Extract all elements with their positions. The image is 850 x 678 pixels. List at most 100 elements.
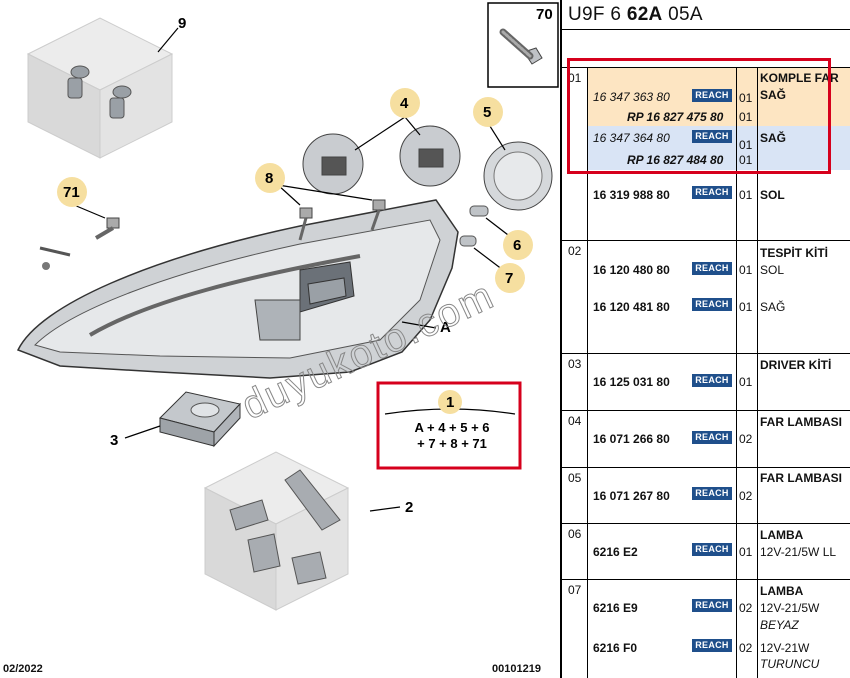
part-number[interactable]: 16 120 480 80 bbox=[593, 263, 670, 277]
part-number[interactable]: 16 347 363 80 bbox=[593, 90, 670, 104]
part-desc: LAMBA bbox=[760, 528, 804, 542]
part-number[interactable]: 16 120 481 80 bbox=[593, 300, 670, 314]
reach-badge: REACH bbox=[692, 599, 732, 612]
group-number: 01 bbox=[568, 71, 582, 85]
bracket-icon bbox=[229, 469, 341, 585]
group-number: 04 bbox=[568, 414, 582, 428]
kit-number: 1 bbox=[446, 394, 454, 411]
part-desc: SOL bbox=[760, 263, 785, 277]
cover-4-icon bbox=[302, 125, 461, 195]
footer-code: 00101219 bbox=[492, 663, 541, 675]
headlamp-assembly bbox=[16, 199, 459, 379]
part-qty: 01 bbox=[739, 545, 753, 559]
header-bold: 62A bbox=[626, 4, 663, 25]
part-number[interactable]: 6216 E2 bbox=[593, 545, 638, 559]
part-desc: SOL bbox=[760, 188, 785, 202]
reach-badge: REACH bbox=[692, 186, 732, 199]
callout-4: 4 bbox=[400, 95, 409, 112]
part-qty: 02 bbox=[739, 432, 753, 446]
part-desc: TURUNCU bbox=[760, 657, 820, 671]
group-sep bbox=[562, 67, 850, 68]
group-number: 06 bbox=[568, 527, 582, 541]
reach-badge: REACH bbox=[692, 298, 732, 311]
col-line-3 bbox=[757, 67, 758, 678]
part-qty: 01 bbox=[739, 263, 753, 277]
group-number: 07 bbox=[568, 583, 582, 597]
part-qty: 01 bbox=[739, 153, 753, 167]
group-number: 05 bbox=[568, 471, 582, 485]
reach-badge: REACH bbox=[692, 543, 732, 556]
bulb-6-icon bbox=[459, 205, 489, 247]
group-sep bbox=[562, 579, 850, 580]
kit-line-1: A + 4 + 5 + 6 bbox=[414, 420, 489, 435]
group-sep bbox=[562, 410, 850, 411]
part-number[interactable]: RP 16 827 484 80 bbox=[627, 153, 724, 167]
footer-date: 02/2022 bbox=[3, 663, 43, 675]
callout-bubbles bbox=[57, 88, 533, 293]
part-qty: 02 bbox=[739, 601, 753, 615]
callout-5: 5 bbox=[483, 104, 491, 121]
part-desc: 12V-21/5W bbox=[760, 601, 820, 615]
part-number[interactable]: 16 319 988 80 bbox=[593, 188, 670, 202]
part-desc: 12V-21W bbox=[760, 641, 810, 655]
part-70-label: 70 bbox=[536, 6, 553, 23]
kit-line-2: + 7 + 8 + 71 bbox=[417, 436, 487, 451]
part-70-box bbox=[487, 2, 559, 88]
callout-8: 8 bbox=[265, 170, 273, 187]
part-number[interactable]: 16 071 267 80 bbox=[593, 489, 670, 503]
col-line-1 bbox=[587, 67, 588, 678]
part-qty: 01 bbox=[739, 138, 753, 152]
part-desc: KOMPLE FAR bbox=[760, 71, 839, 85]
part-qty: 01 bbox=[739, 375, 753, 389]
callout-A: A bbox=[440, 319, 451, 336]
part-desc: FAR LAMBASI bbox=[760, 471, 842, 485]
reach-badge: REACH bbox=[692, 130, 732, 143]
screw-8-icon bbox=[298, 199, 386, 241]
part-qty: 01 bbox=[739, 110, 753, 124]
part-number[interactable]: 16 071 266 80 bbox=[593, 432, 670, 446]
col-line-2 bbox=[736, 67, 737, 678]
catalog-header: U9F 6 62A 05A bbox=[568, 4, 703, 26]
part-number[interactable]: 16 347 364 80 bbox=[593, 131, 670, 145]
callout-3: 3 bbox=[110, 432, 118, 449]
part-qty: 01 bbox=[739, 300, 753, 314]
group-sep bbox=[562, 467, 850, 468]
reach-badge: REACH bbox=[692, 89, 732, 102]
callout-71: 71 bbox=[63, 184, 80, 201]
part-number[interactable]: 16 125 031 80 bbox=[593, 375, 670, 389]
exploded-parts-diagram: 70 bbox=[16, 2, 559, 611]
part-number[interactable]: RP 16 827 475 80 bbox=[627, 110, 724, 124]
part-desc: FAR LAMBASI bbox=[760, 415, 842, 429]
screw-icon bbox=[499, 28, 543, 65]
driver-module-icon bbox=[159, 391, 241, 448]
part-desc: TESPİT KİTİ bbox=[760, 246, 829, 260]
callout-6: 6 bbox=[513, 237, 521, 254]
part-2-cube bbox=[203, 451, 350, 611]
part-desc: 12V-21/5W LL bbox=[760, 545, 837, 559]
reach-badge: REACH bbox=[692, 374, 732, 387]
part-qty: 02 bbox=[739, 489, 753, 503]
parts-catalog: U9F 6 62A 05A 01 02 03 04 05 06 07 16 34… bbox=[560, 0, 850, 678]
part-desc: SAĞ bbox=[760, 300, 786, 314]
part-qty: 02 bbox=[739, 641, 753, 655]
part-desc: DRIVER KİTİ bbox=[760, 358, 832, 372]
group-number: 02 bbox=[568, 244, 582, 258]
group-number: 03 bbox=[568, 357, 582, 371]
reach-badge: REACH bbox=[692, 431, 732, 444]
part-desc: SAĞ bbox=[760, 88, 787, 102]
header-prefix: U9F 6 bbox=[568, 4, 627, 25]
part-number[interactable]: 6216 F0 bbox=[593, 641, 638, 655]
reach-badge: REACH bbox=[692, 487, 732, 500]
cover-5-icon bbox=[483, 141, 553, 211]
group-sep bbox=[562, 523, 850, 524]
part-desc: LAMBA bbox=[760, 584, 804, 598]
callout-7: 7 bbox=[505, 270, 513, 287]
part-9-cube bbox=[26, 17, 174, 159]
bulb-icon bbox=[67, 65, 132, 119]
callout-9: 9 bbox=[178, 15, 186, 32]
group-sep bbox=[562, 240, 850, 241]
reach-badge: REACH bbox=[692, 262, 732, 275]
callout-2: 2 bbox=[405, 499, 413, 516]
selected-rows-highlight bbox=[567, 58, 831, 174]
part-number[interactable]: 6216 E9 bbox=[593, 601, 638, 615]
